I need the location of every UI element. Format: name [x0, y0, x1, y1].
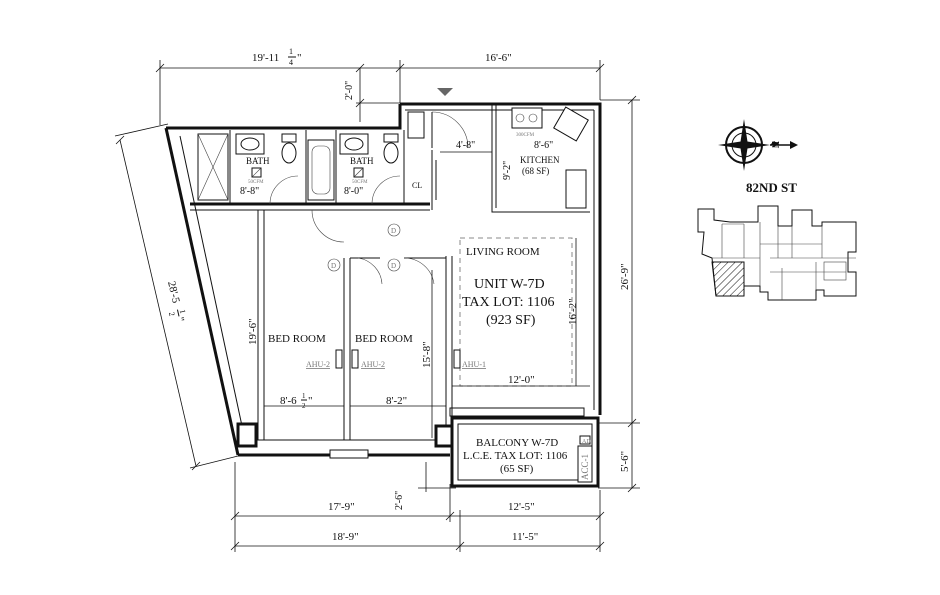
balcony-ad: AD	[582, 439, 591, 445]
kitchen-cfm: 300CFM	[516, 133, 535, 138]
entry-marker-icon	[437, 88, 453, 96]
dim-bottom-row2-right: 11'-5"	[512, 531, 538, 543]
key-plan	[697, 205, 857, 301]
detector-2: D	[331, 262, 336, 270]
bed1-dim-w: 8'-6 1 2 "	[280, 392, 313, 410]
dim-top-left-tail: "	[297, 52, 302, 64]
dim-bottom-row1-left: 17'-9"	[328, 501, 355, 513]
detector-1: D	[391, 227, 396, 235]
dim-left-diag-tail: "	[173, 316, 186, 323]
dim-right-balcony: 5'-6"	[619, 451, 631, 472]
closet-label: CL	[412, 181, 422, 190]
right-dimension-lines	[598, 95, 640, 493]
svg-text:8'-6: 8'-6	[280, 395, 297, 407]
bed1-dim-h: 19'-6"	[247, 318, 259, 345]
unit-tax-lot: TAX LOT: 1106	[462, 295, 555, 310]
bed1-label: BED ROOM	[268, 333, 326, 345]
svg-text:2: 2	[302, 402, 306, 410]
living-dim-w: 12'-0"	[508, 374, 535, 386]
living-dim-h: 16'-2"	[567, 298, 579, 325]
dim-left-diag-frac-den: 2	[167, 311, 177, 317]
exterior-walls	[164, 102, 602, 457]
service-strip	[190, 111, 469, 211]
balcony-tax-lot: L.C.E. TAX LOT: 1106	[463, 450, 568, 462]
hall-dim: 4'-8"	[456, 140, 475, 151]
dim-bottom-row1-right: 12'-5"	[508, 501, 535, 513]
balcony-area: (65 SF)	[500, 463, 534, 475]
bedrooms	[236, 209, 461, 448]
dim-top-right: 16'-6"	[485, 52, 512, 64]
svg-text:": "	[308, 395, 313, 407]
living-room	[445, 237, 590, 440]
dim-top-left: 19'-11	[252, 52, 279, 64]
bath1-label: BATH	[246, 156, 270, 166]
bath1-dim: 8'-8"	[240, 186, 259, 197]
windows	[329, 407, 585, 459]
dim-top-left-frac-num: 1	[289, 47, 293, 56]
top-dimension-lines	[155, 60, 605, 125]
kitchen-walls	[491, 104, 590, 213]
left-diagonal-dimension	[114, 123, 239, 471]
bath2-cfm: 50CFM	[352, 180, 368, 185]
bed2-label: BED ROOM	[355, 333, 413, 345]
dim-left-diag-frac-num: 1	[178, 309, 188, 315]
living-label: LIVING ROOM	[466, 246, 540, 258]
kitchen-area: (68 SF)	[522, 166, 549, 176]
balcony-name: BALCONY W-7D	[476, 437, 558, 449]
kitchen-dim-w: 8'-6"	[534, 140, 553, 151]
dim-bottom-row2-left: 18'-9"	[332, 531, 359, 543]
key-plan-street: 82ND ST	[746, 180, 797, 195]
kitchen-dim-h: 9'-2"	[502, 161, 513, 180]
compass-icon	[718, 119, 798, 171]
kitchen-label: KITCHEN	[520, 155, 560, 165]
dim-top-small: 2'-0"	[344, 81, 355, 100]
unit-area: (923 SF)	[486, 313, 536, 328]
dim-left-diag: 28'-5	[165, 280, 182, 305]
bath2-dim: 8'-0"	[344, 186, 363, 197]
ahu-label-3: AHU-1	[462, 360, 486, 369]
bath1-cfm: 50CFM	[248, 180, 264, 185]
dim-bottom-small: 2'-6"	[394, 491, 405, 510]
compass-north-letter: N	[769, 141, 780, 149]
bed2-dim-w: 8'-2"	[386, 395, 407, 407]
ahu-label-1: AHU-2	[306, 360, 330, 369]
bath2-label: BATH	[350, 156, 374, 166]
bottom-dimension-lines	[230, 462, 605, 552]
detector-3: D	[391, 262, 396, 270]
bed2-dim-h: 15'-8"	[421, 341, 433, 368]
svg-text:1: 1	[302, 392, 306, 400]
balcony-acc: ACC-1	[580, 454, 590, 480]
dim-top-left-frac-den: 4	[289, 58, 293, 67]
dim-right-main: 26'-9"	[619, 263, 631, 290]
balcony	[450, 416, 600, 488]
ahu-label-2: AHU-2	[361, 360, 385, 369]
unit-name: UNIT W-7D	[474, 277, 545, 292]
